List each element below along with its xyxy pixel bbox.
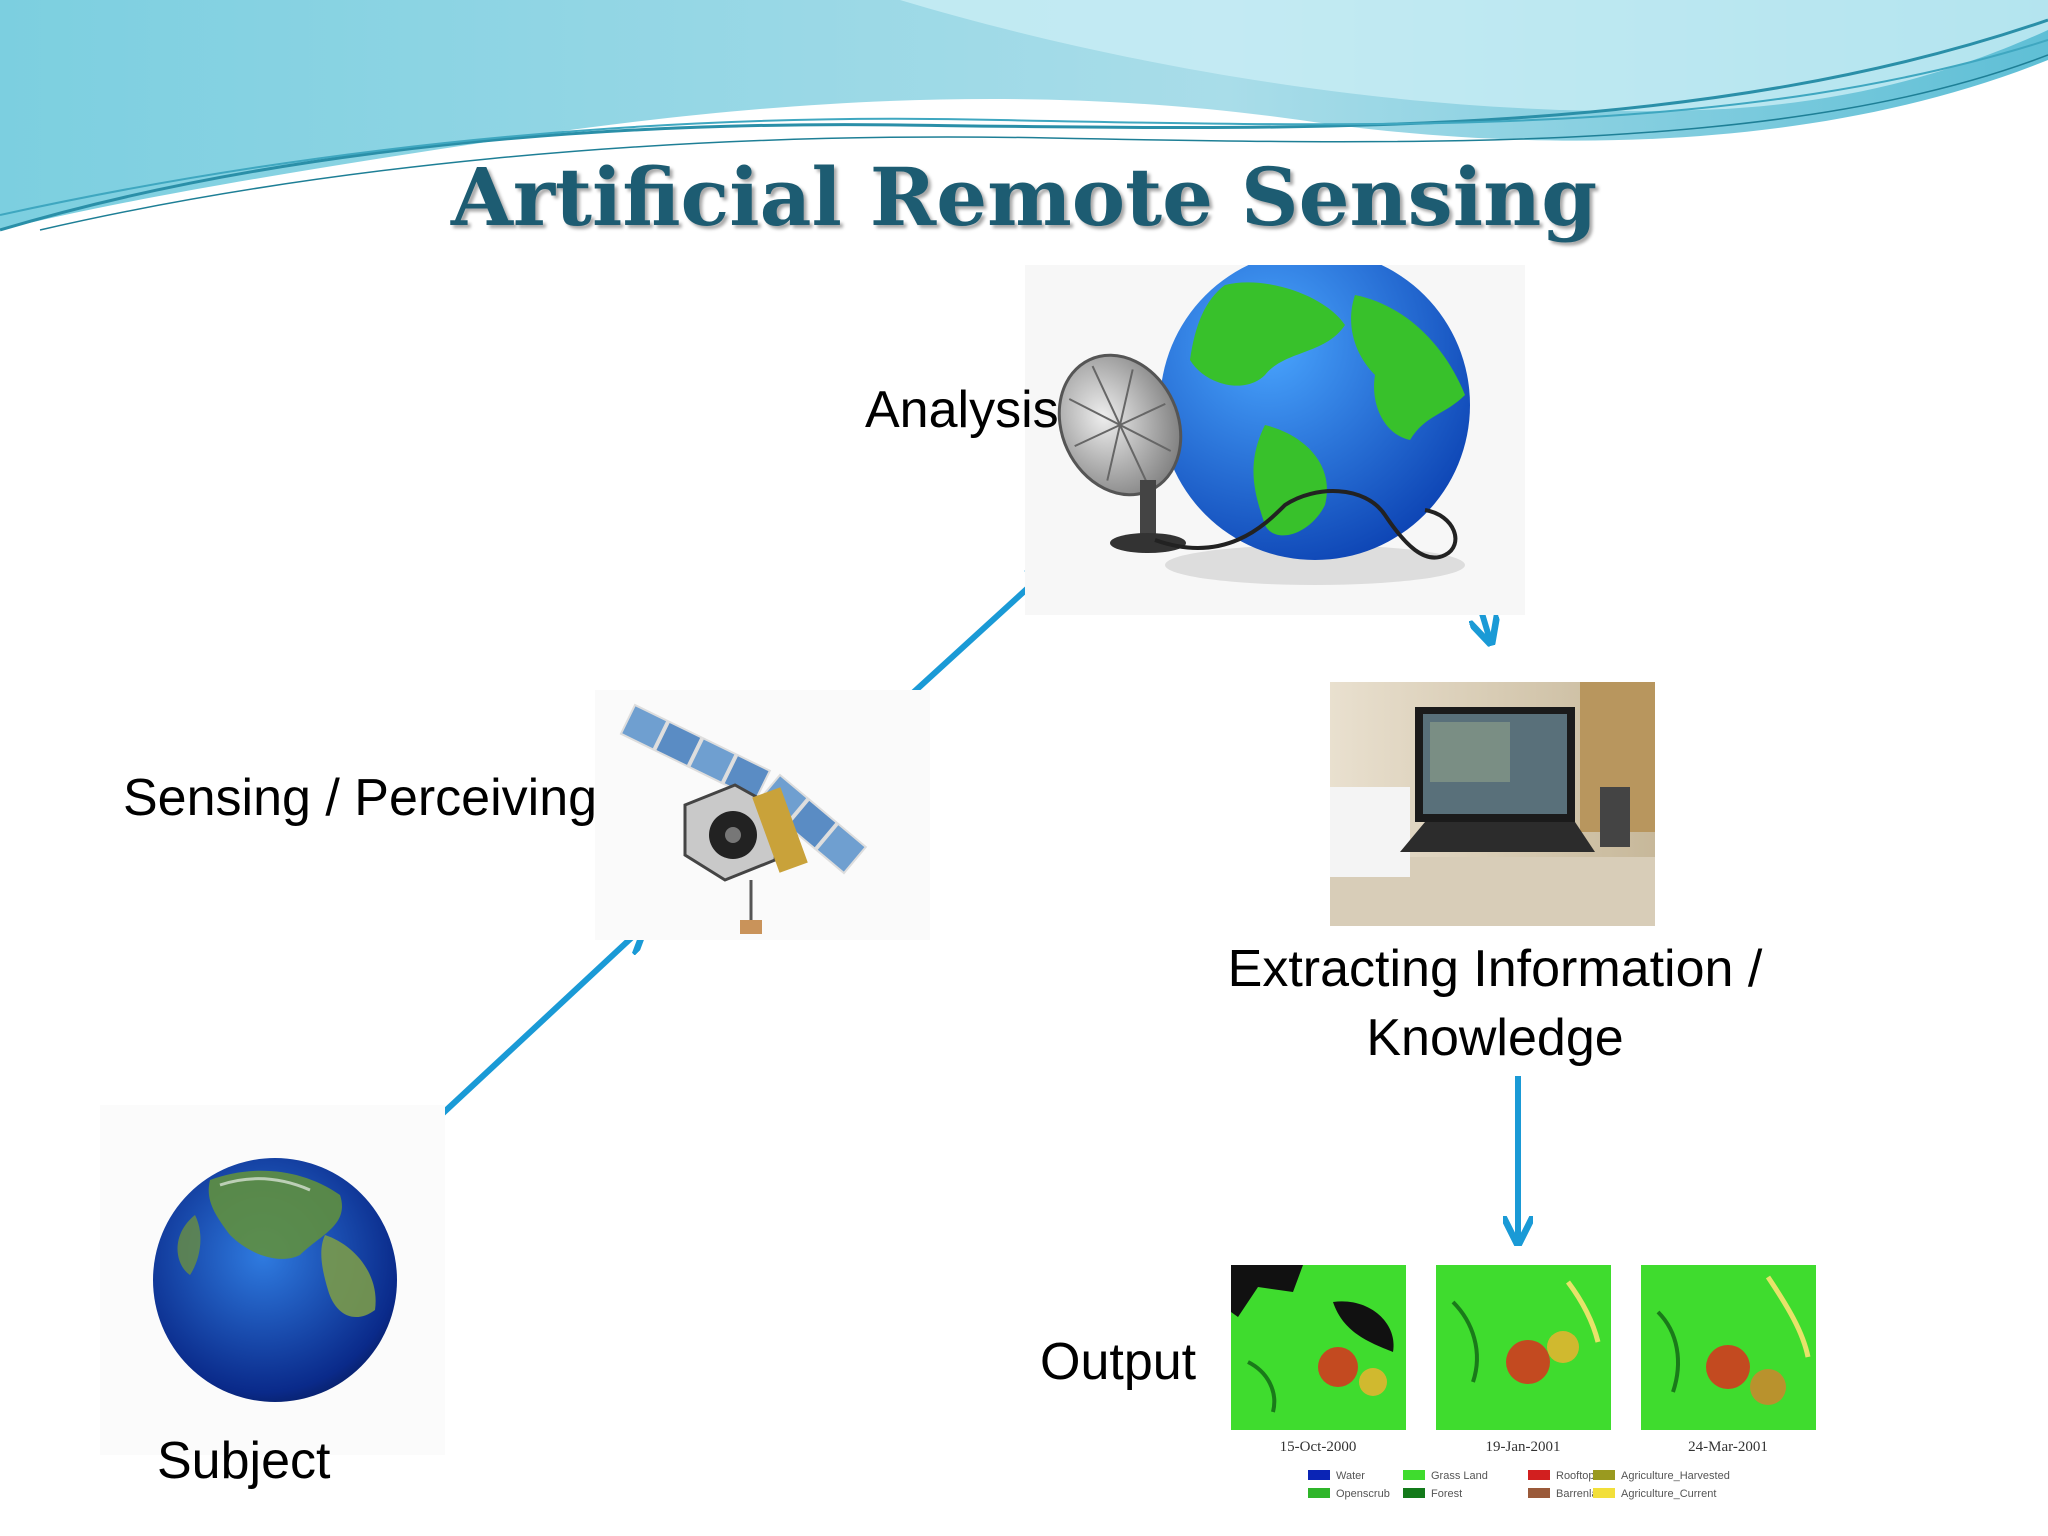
map-date-3: 24-Mar-2001 xyxy=(1688,1439,1768,1455)
extracting-label-line2: Knowledge xyxy=(1366,1009,1624,1067)
map-panel-3 xyxy=(1641,1265,1816,1430)
map-legend: Water Grass Land Rooftop Agriculture_Har… xyxy=(1308,1470,1730,1500)
sensing-label: Sensing / Perceiving xyxy=(123,769,598,827)
page-title: Artificial Remote Sensing xyxy=(450,150,1598,244)
map-date-1: 15-Oct-2000 xyxy=(1280,1439,1357,1455)
extracting-label-line1: Extracting Information / xyxy=(1227,940,1763,998)
output-label: Output xyxy=(1040,1333,1197,1391)
legend-item-rooftop: Rooftop xyxy=(1556,1470,1595,1482)
map-date-2: 19-Jan-2001 xyxy=(1486,1439,1561,1455)
legend-item-water: Water xyxy=(1336,1470,1365,1482)
legend-item-forest: Forest xyxy=(1431,1488,1462,1500)
subject-label: Subject xyxy=(157,1432,331,1490)
analysis-globe-image xyxy=(1025,265,1525,615)
arrow-subject-to-sensing xyxy=(409,928,642,1145)
laptop-photo xyxy=(1330,682,1655,926)
legend-item-agri-current: Agriculture_Current xyxy=(1621,1488,1716,1500)
legend-item-grass-land: Grass Land xyxy=(1431,1470,1488,1482)
legend-item-openscrub: Openscrub xyxy=(1336,1488,1390,1500)
header-wave xyxy=(0,0,2048,232)
map-panel-1 xyxy=(1231,1265,1406,1430)
satellite-image xyxy=(595,690,930,940)
output-maps: 15-Oct-2000 19-Jan-2001 24-Mar-2001 Wate… xyxy=(1228,1262,1818,1512)
earth-image xyxy=(100,1105,445,1455)
legend-item-agri-harvested: Agriculture_Harvested xyxy=(1621,1470,1730,1482)
map-panel-2 xyxy=(1436,1265,1611,1430)
analysis-label: Analysis xyxy=(865,381,1059,439)
